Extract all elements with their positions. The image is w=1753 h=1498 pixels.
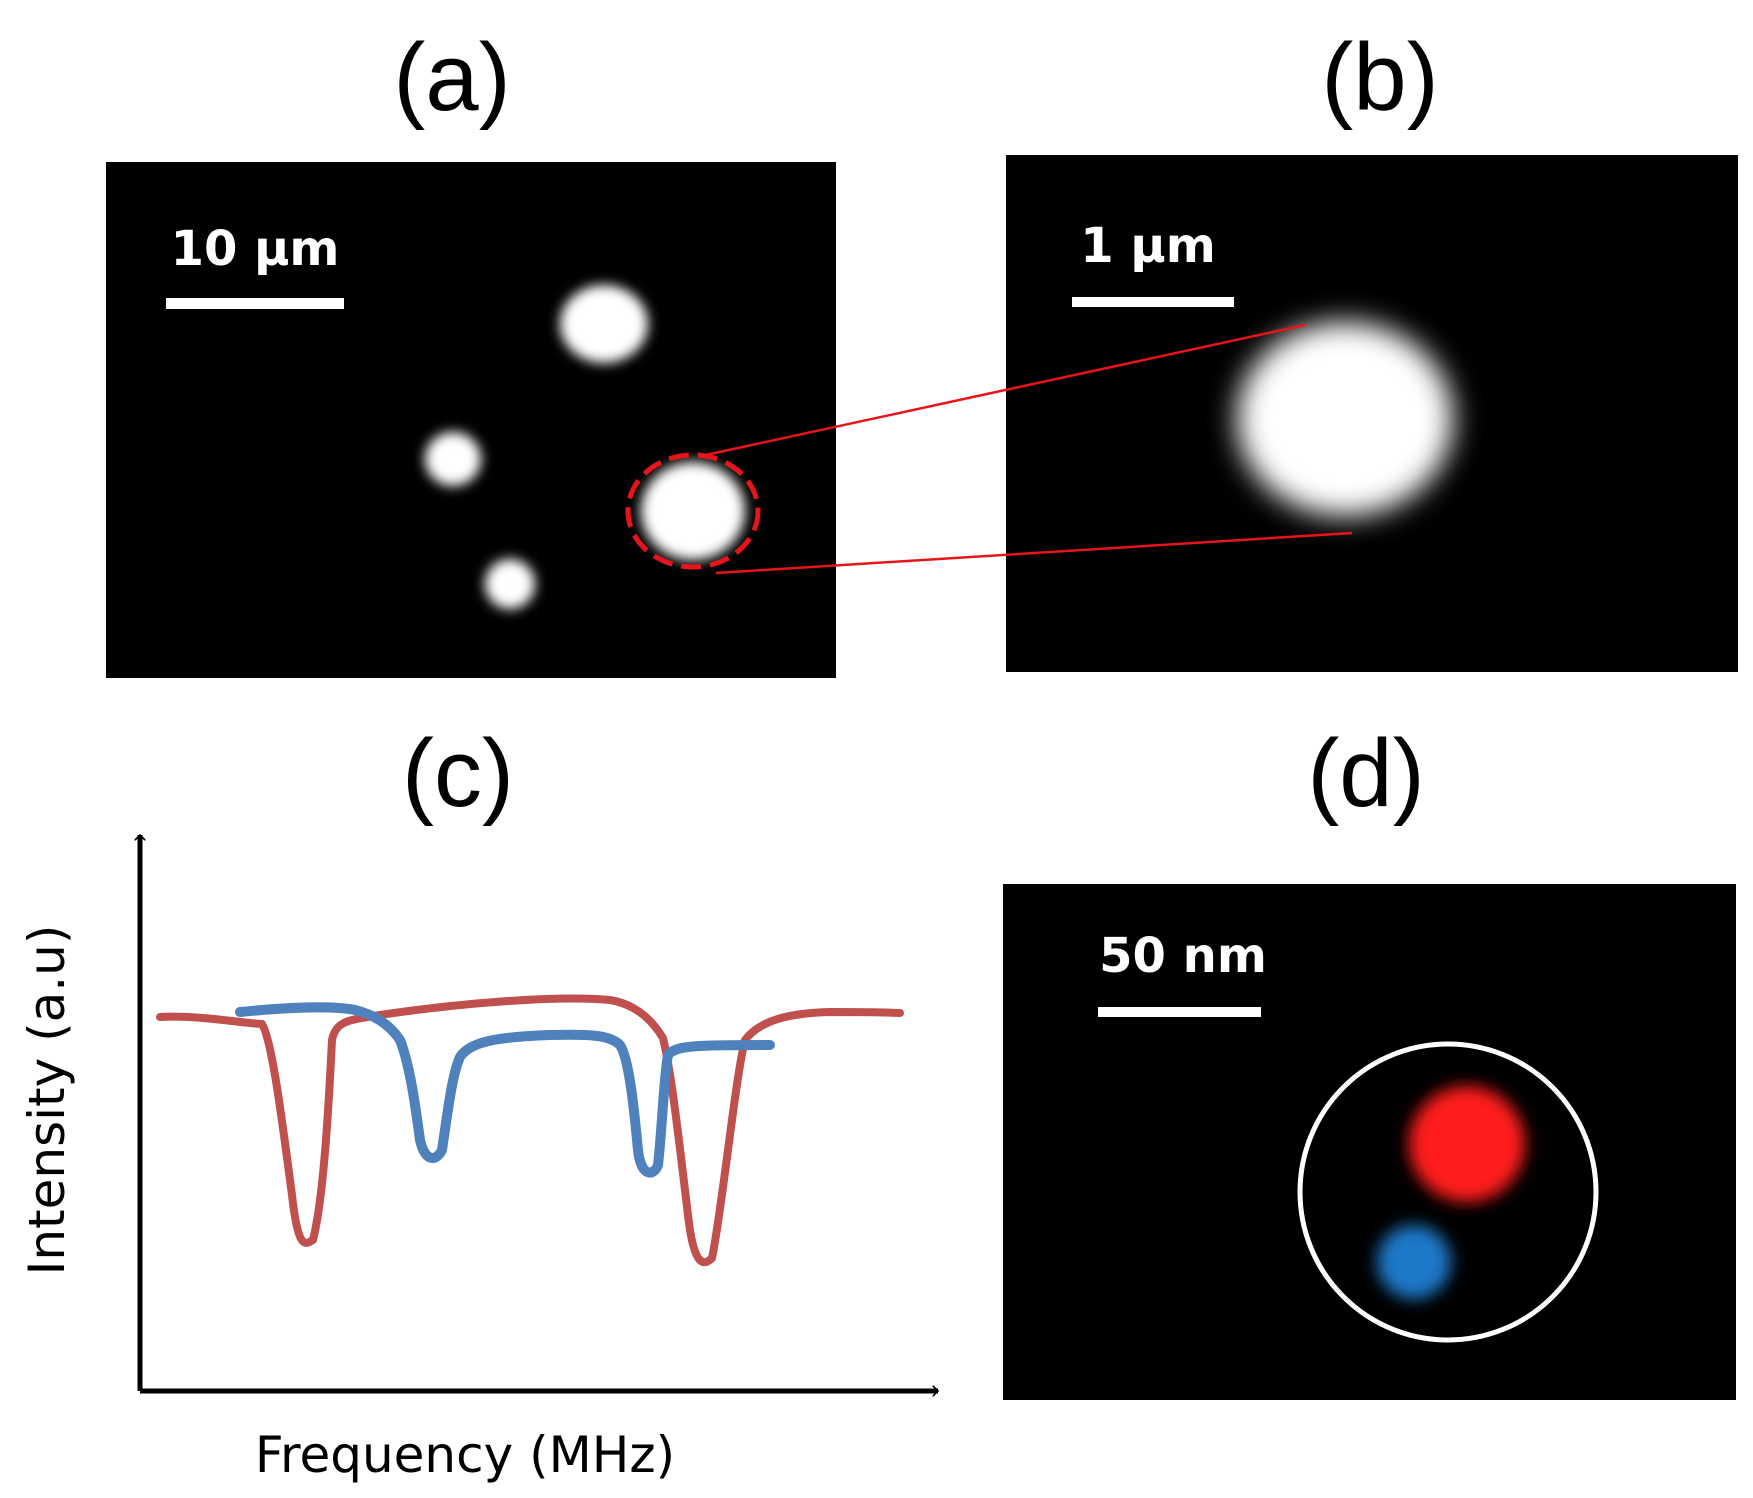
panel-a-scale-bar	[166, 298, 344, 309]
blue-emitter	[1377, 1225, 1451, 1299]
panel-d: 50 nm	[1003, 884, 1736, 1400]
panel-label-d: (d)	[1307, 720, 1424, 827]
spot-medium	[425, 432, 481, 486]
panel-d-image	[1003, 884, 1736, 1400]
ring	[1297, 1041, 1599, 1343]
panel-d-scale-bar	[1098, 1007, 1261, 1017]
panel-b-scale-label: 1 μm	[1080, 218, 1215, 274]
spot-selected	[641, 462, 745, 560]
panel-d-scale-label: 50 nm	[1099, 928, 1267, 984]
panel-label-a: (a)	[393, 24, 510, 131]
panel-a-scale-label: 10 μm	[171, 221, 340, 277]
y-axis-label: Intensity (a.u)	[18, 925, 76, 1276]
red-emitter	[1409, 1086, 1525, 1202]
zoom-line-top	[700, 323, 1306, 458]
blue-spectrum	[235, 1002, 775, 1178]
panel-label-c: (c)	[402, 720, 514, 827]
spot-small	[485, 559, 535, 609]
panel-a-image	[106, 162, 836, 678]
x-axis-label: Frequency (MHz)	[255, 1426, 675, 1484]
panel-c: Frequency (MHz) Intensity (a.u)	[18, 835, 938, 1484]
panel-b: 1 μm	[1006, 155, 1738, 672]
highlight-circle	[625, 452, 761, 570]
panel-label-b: (b)	[1321, 24, 1438, 131]
panel-b-scale-bar	[1072, 297, 1234, 307]
spot-zoomed	[1237, 322, 1453, 516]
zoom-line-bottom	[715, 531, 1353, 575]
red-spectrum	[156, 994, 904, 1267]
panel-a: 10 μm	[106, 162, 836, 678]
spot-large	[560, 285, 648, 363]
